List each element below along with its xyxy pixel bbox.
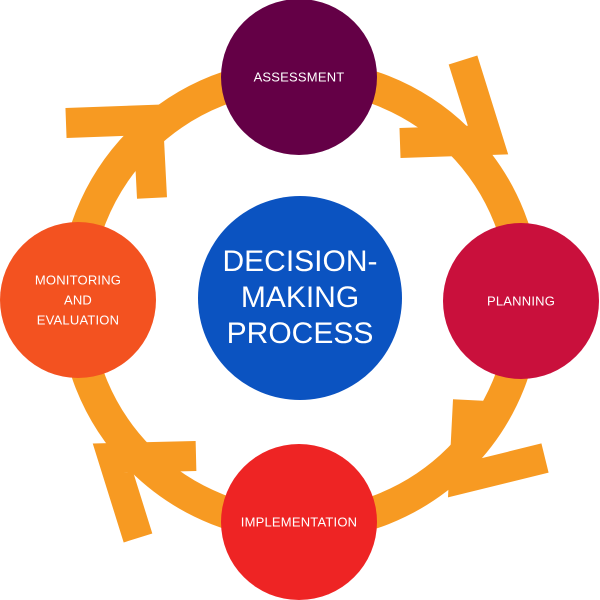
planning-label: PLANNING	[487, 293, 555, 308]
assessment-label: ASSESSMENT	[254, 69, 345, 84]
planning-node: PLANNING	[443, 223, 599, 379]
arrow-bottom-right-icon	[447, 399, 549, 498]
center-node: DECISION- MAKING PROCESS	[198, 196, 402, 400]
implementation-node: IMPLEMENTATION	[221, 444, 377, 600]
implementation-label: IMPLEMENTATION	[241, 514, 357, 529]
center-label-line-3: PROCESS	[227, 317, 374, 350]
monitoring-evaluation-node: MONITORING AND EVALUATION	[0, 222, 156, 378]
monitoring-label-line-2: AND	[64, 292, 92, 307]
arrow-top-right-icon	[399, 55, 509, 158]
arrow-top-left-icon	[65, 104, 167, 199]
assessment-node: ASSESSMENT	[221, 0, 377, 155]
center-label-line-1: DECISION-	[222, 245, 377, 278]
arrow-bottom-left-icon	[92, 441, 197, 543]
center-label-line-2: MAKING	[241, 281, 359, 314]
monitoring-label-line-1: MONITORING	[35, 272, 121, 287]
monitoring-label-line-3: EVALUATION	[37, 312, 119, 327]
